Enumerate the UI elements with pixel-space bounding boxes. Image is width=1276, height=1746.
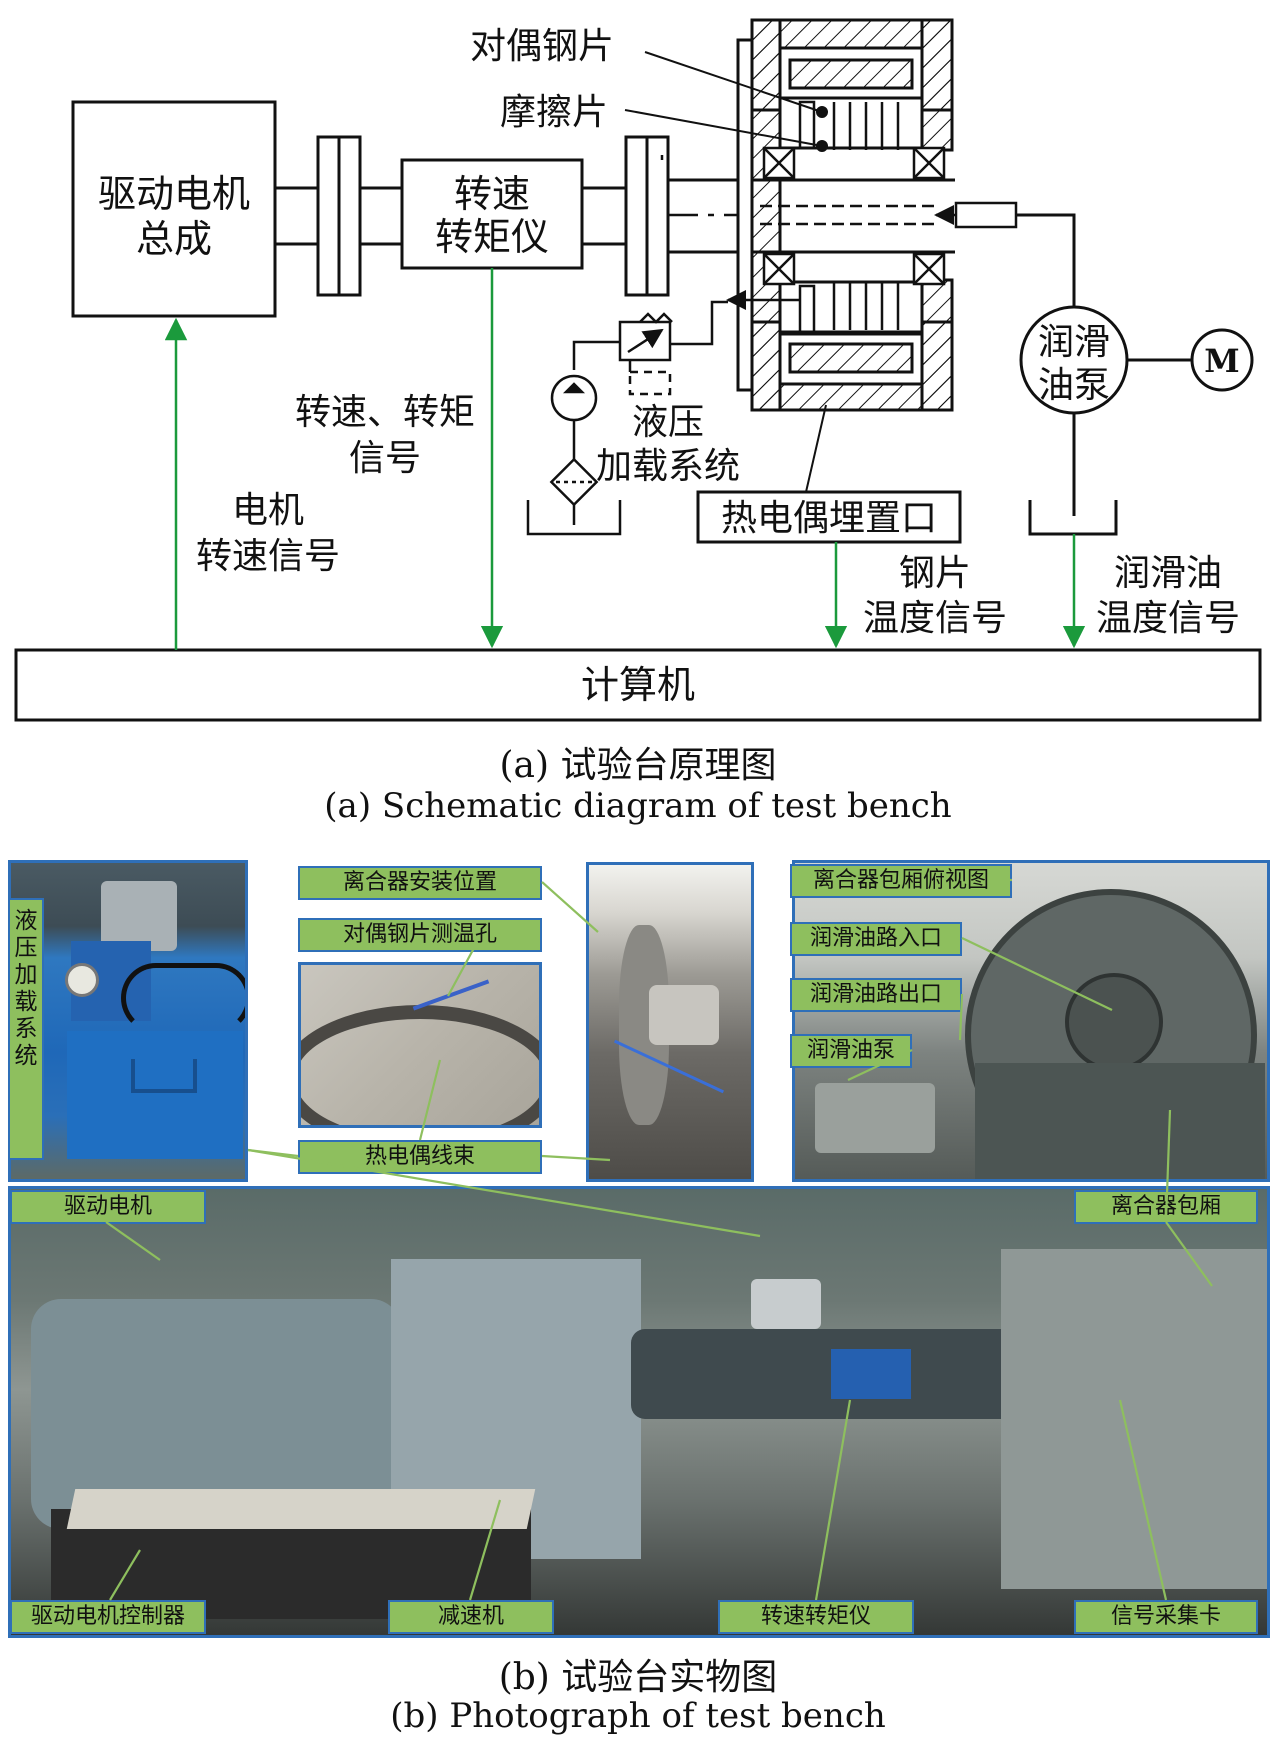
caption-a-cn: (a) 试验台原理图 [499, 745, 777, 786]
pump-label-2: 油泵 [1038, 365, 1110, 406]
photo-hydraulic [8, 860, 248, 1182]
label-controller: 驱动电机控制器 [10, 1600, 206, 1634]
label-oil-inlet: 润滑油路入口 [790, 922, 962, 956]
motor-speed-signal-2: 转速信号 [196, 536, 340, 577]
label-oil-outlet: 润滑油路出口 [790, 978, 962, 1012]
steel-temp-signal-1: 钢片 [899, 553, 971, 594]
label-reducer: 减速机 [388, 1600, 554, 1634]
hydraulic-label-2: 加载系统 [596, 446, 740, 487]
schematic-diagram: 驱动电机 总成 转速 转矩仪 对偶钢片 摩擦片 转速、转矩 信号 电机 转速信号… [14, 18, 1262, 722]
computer-label: 计算机 [581, 663, 695, 707]
motor-label-1: 驱动电机 [98, 172, 250, 216]
meter-label-2: 转矩仪 [435, 215, 549, 259]
caption-a-en: (a) Schematic diagram of test bench [324, 786, 952, 826]
steel-temp-signal-2: 温度信号 [863, 598, 1007, 639]
pump-motor-label: M [1204, 342, 1239, 380]
photo-clutch-box [792, 860, 1270, 1182]
label-drive-motor: 驱动电机 [10, 1190, 206, 1224]
computer-box [14, 648, 1262, 722]
label-hydraulic-system: 液压加载系统 [8, 898, 44, 1160]
clutch-assembly [736, 18, 954, 412]
caption-b-en: (b) Photograph of test bench [390, 1696, 886, 1736]
label-steel-hole: 对偶钢片测温孔 [298, 918, 542, 952]
hydraulic-label-1: 液压 [632, 402, 704, 443]
label-oil-pump: 润滑油泵 [790, 1034, 912, 1068]
photo-clutch-install [586, 862, 754, 1182]
friction-plate-label: 摩擦片 [500, 92, 608, 133]
meter-label-1: 转速 [454, 172, 530, 216]
thermo-port-label: 热电偶埋置口 [721, 498, 937, 539]
photo-main-bench [8, 1186, 1270, 1638]
label-daq: 信号采集卡 [1074, 1600, 1258, 1634]
oil-temp-signal-2: 温度信号 [1096, 598, 1240, 639]
motor-speed-signal-1: 电机 [232, 490, 304, 531]
speed-torque-signal-2: 信号 [349, 438, 421, 479]
label-clutch-install: 离合器安装位置 [298, 866, 542, 900]
photo-steel-plate [298, 962, 542, 1128]
label-speed-meter: 转速转矩仪 [718, 1600, 914, 1634]
label-clutch-top-view: 离合器包厢俯视图 [790, 864, 1012, 898]
label-thermocouple: 热电偶线束 [298, 1140, 542, 1174]
drive-motor-box [71, 100, 277, 318]
hydraulic-loading-system [526, 290, 800, 536]
motor-label-2: 总成 [136, 217, 212, 261]
thermocouple-port-box [696, 490, 962, 544]
pump-label-1: 润滑 [1038, 322, 1110, 363]
label-clutch-box: 离合器包厢 [1074, 1190, 1258, 1224]
steel-plate-label: 对偶钢片 [470, 26, 614, 67]
oil-temp-signal-1: 润滑油 [1114, 553, 1222, 594]
speed-torque-signal-1: 转速、转矩 [295, 392, 475, 433]
caption-b-cn: (b) 试验台实物图 [498, 1657, 778, 1698]
